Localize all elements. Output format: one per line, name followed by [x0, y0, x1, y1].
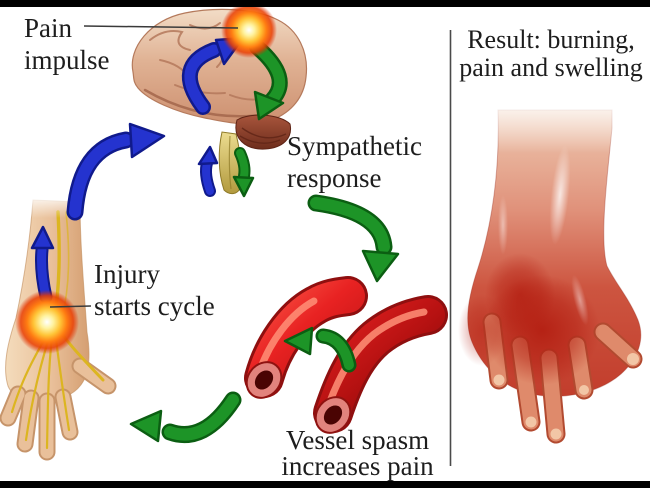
label-line: Result: burning, [467, 25, 635, 54]
skin-highlights [498, 145, 589, 326]
brainstem-midline [228, 135, 232, 190]
inflammation-blotches [458, 253, 600, 385]
blue-arrow-arm-to-brain [66, 122, 166, 221]
label-line: response [287, 163, 382, 193]
cerebellum-ridges [239, 127, 287, 144]
vessel-right [313, 295, 448, 434]
label-line: impulse [24, 45, 110, 75]
result-label: Result: burning, pain and swelling [452, 26, 650, 82]
cerebellum [235, 114, 292, 150]
pain-impulse-pointer-line [83, 25, 239, 29]
vessel-opening [314, 396, 352, 434]
injury-pointer-line [49, 305, 92, 308]
green-arrow-sympathetic-to-vessels [307, 194, 400, 283]
blood-vessels-illustration [244, 276, 448, 434]
injury-starts-cycle-label: Injury starts cycle [94, 258, 215, 322]
label-line: Injury [94, 259, 160, 289]
label-line: increases pain [281, 451, 434, 481]
label-line: Sympathetic [287, 131, 422, 161]
bottom-frame-border [0, 481, 650, 488]
sympathetic-response-label: Sympathetic response [287, 130, 422, 194]
green-arrow-between-vessels [283, 326, 357, 373]
pain-flash-wrist [15, 290, 79, 354]
vessel-spasm-label: Vessel spasm increases pain [245, 425, 470, 481]
blue-arrow-brainstem-up [197, 145, 219, 197]
pain-impulse-label: Pain impulse [24, 12, 110, 76]
label-line: Pain [24, 13, 73, 43]
green-arrow-brainstem-down [232, 147, 255, 198]
label-line: pain and swelling [459, 53, 643, 82]
finger-tips [493, 353, 639, 440]
arm-top-fade [458, 95, 650, 153]
pain-flash-brain [221, 2, 277, 58]
vessel-left [244, 276, 368, 399]
green-arrow-vessels-to-hand [129, 391, 242, 444]
swollen-hand-illustration [458, 95, 650, 444]
label-line: Vessel spasm [285, 425, 430, 455]
vessel-opening [245, 361, 283, 399]
label-line: starts cycle [94, 291, 215, 321]
top-frame-border [0, 0, 650, 7]
